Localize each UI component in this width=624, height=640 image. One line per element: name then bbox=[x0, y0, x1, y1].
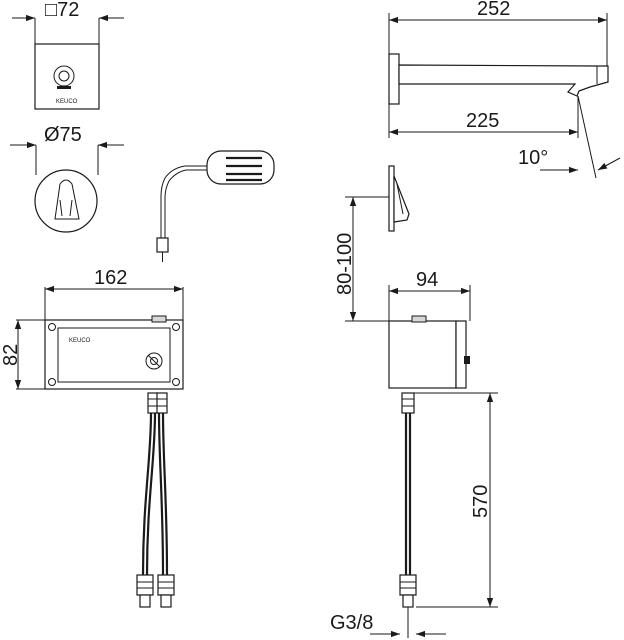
round-rosette-dimension-label: Ø75 bbox=[44, 124, 82, 146]
sensor-vent-slots bbox=[226, 156, 262, 182]
box-mounting-frame bbox=[44, 319, 184, 390]
round-rosette-view: Ø75 bbox=[10, 124, 124, 233]
sensor-plug bbox=[156, 237, 169, 253]
hose-connectors-top bbox=[147, 392, 168, 414]
spout-length-dimension-label: 252 bbox=[477, 0, 510, 20]
box-side-body bbox=[388, 320, 457, 389]
side-hose-connector-bottom bbox=[399, 574, 417, 638]
box-height-dimension-label: 82 bbox=[0, 344, 22, 366]
square-cover-view: □72 KEUCO bbox=[12, 0, 124, 110]
sensor-cable bbox=[160, 165, 207, 240]
square-cover-dimension-label: □72 bbox=[45, 0, 79, 21]
spout-body bbox=[398, 64, 609, 97]
spout-angle-reference-line bbox=[577, 95, 597, 179]
hose-length-dimension-label: 570 bbox=[470, 485, 492, 518]
keuco-logo-small: KEUCO bbox=[56, 99, 78, 105]
round-rosette-plate bbox=[34, 169, 98, 233]
concealed-box-front-view: 162 82 KEUCO bbox=[0, 267, 184, 608]
thread-dimension-label: G3/8 bbox=[330, 612, 373, 634]
sensor-housing bbox=[206, 150, 275, 185]
keuco-logo-box: KEUCO bbox=[69, 338, 91, 344]
box-inner-panel bbox=[57, 327, 171, 383]
side-hose-connector-top bbox=[401, 392, 415, 414]
shutoff-valve-icon bbox=[145, 352, 163, 370]
spout-wall-rosette bbox=[388, 53, 400, 105]
square-cover-plate bbox=[34, 43, 100, 110]
box-depth-dimension-label: 94 bbox=[416, 269, 438, 291]
box-side-connector bbox=[464, 356, 470, 364]
hose-connectors-bottom bbox=[136, 574, 175, 608]
wall-distance-dimension-label: 80-100 bbox=[334, 233, 356, 295]
rosette-side-profile bbox=[388, 165, 410, 232]
sensor-module bbox=[156, 150, 275, 262]
sensor-window-icon bbox=[53, 65, 75, 89]
concealed-box-side-view: 80-100 94 570 G3/8 bbox=[330, 196, 498, 638]
box-width-dimension-label: 162 bbox=[94, 267, 127, 289]
spout-angle-dimension-label: 10° bbox=[518, 147, 548, 169]
spout-reach-dimension-label: 225 bbox=[466, 110, 499, 132]
rosette-spout-profile bbox=[54, 179, 80, 220]
spout-side-view: 252 225 10° bbox=[388, 0, 621, 179]
flexible-supply-hoses bbox=[141, 412, 169, 576]
box-corner-screws bbox=[48, 323, 180, 386]
